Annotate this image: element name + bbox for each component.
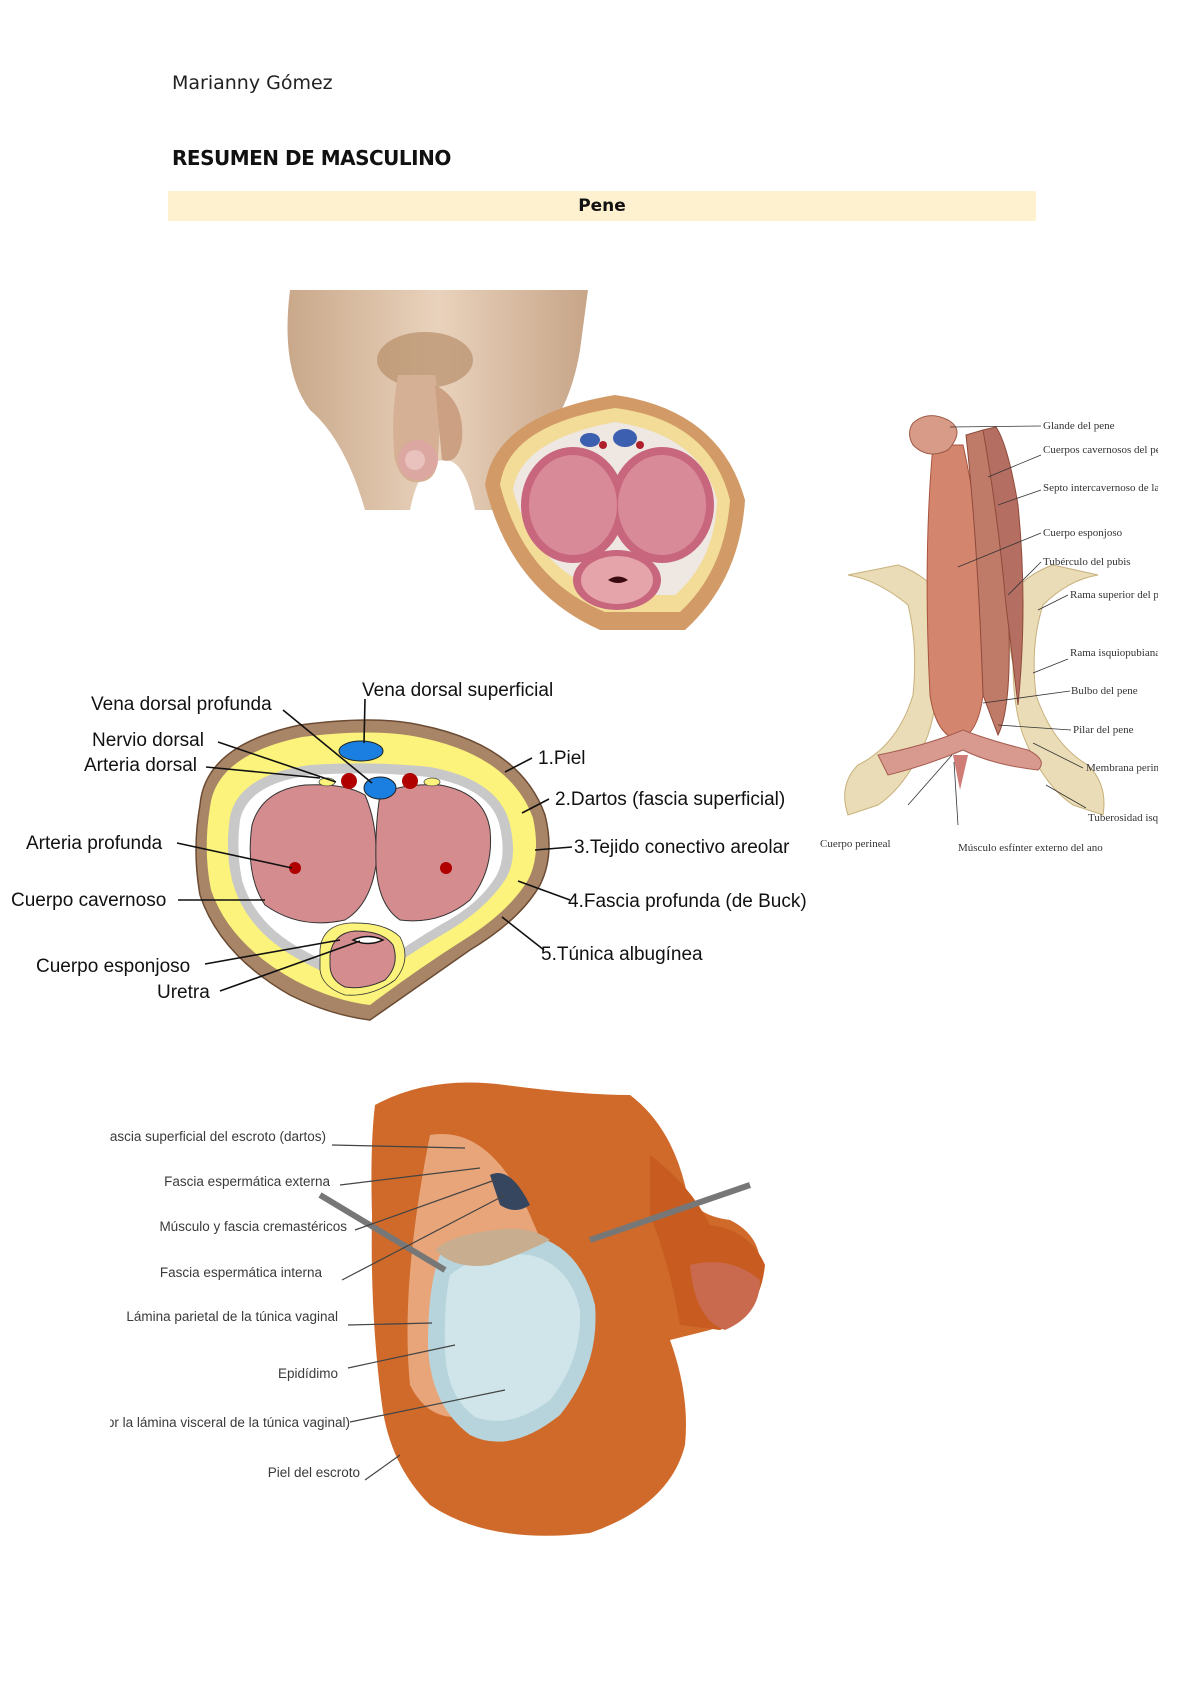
label-epididimo: Epidídimo — [278, 1366, 338, 1381]
label-cuerpo-perineal: Cuerpo perineal — [820, 838, 891, 850]
label-fascia-espermatica-interna: Fascia espermática interna — [160, 1265, 323, 1280]
label-fascia-espermatica-externa: Fascia espermática externa — [164, 1174, 330, 1189]
section-title: Pene — [578, 196, 626, 216]
label-fascia-superficial-escroto: Fascia superficial del escroto (dartos) — [110, 1129, 326, 1144]
penis-structure-leader-lines — [907, 425, 1087, 826]
cross-section-diagram: Vena dorsal profunda Vena dorsal superfi… — [11, 680, 807, 1021]
label-tejido-conectivo: 3.Tejido conectivo areolar — [574, 837, 790, 858]
label-septo-intercavernoso: Septo intercavernoso de la fascia profun… — [1043, 482, 1158, 494]
label-glande-del-pene: Glande del pene — [1043, 420, 1115, 432]
label-uretra: Uretra — [157, 982, 210, 1003]
label-lamina-parietal: Lámina parietal de la túnica vaginal — [126, 1309, 338, 1324]
label-cuerpo-cavernoso: Cuerpo cavernoso — [11, 890, 166, 911]
label-musculo-esfinter: Músculo esfínter externo del ano — [958, 842, 1103, 854]
label-tuberculo-del-pubis: Tubérculo del pubis — [1043, 556, 1131, 568]
label-testiculo: Testículo (cubierto por la lámina viscer… — [110, 1415, 350, 1430]
document-title: RESUMEN DE MASCULINO — [172, 146, 451, 170]
label-vena-dorsal-superficial: Vena dorsal superficial — [362, 680, 553, 701]
penis-structure-drawing — [844, 415, 1105, 816]
label-cuerpo-esponjoso-2: Cuerpo esponjoso — [1043, 527, 1123, 539]
label-cuerpos-cavernosos: Cuerpos cavernosos del pene — [1043, 444, 1158, 456]
scrotum-diagram: Fascia superficial del escroto (dartos) … — [110, 1082, 765, 1536]
label-pilar-del-pene: Pilar del pene — [1073, 724, 1134, 736]
cross-section-leader-lines — [176, 698, 573, 992]
label-membrana-perineal: Membrana perineal — [1086, 762, 1158, 774]
label-rama-isquiopubiana: Rama isquiopubiana — [1070, 647, 1158, 659]
scrotum-drawing — [318, 1082, 765, 1536]
penis-structure-diagram: Glande del pene Cuerpos cavernosos del p… — [818, 405, 1158, 865]
label-dartos: 2.Dartos (fascia superficial) — [555, 789, 785, 810]
label-piel-del-escroto: Piel del escroto — [268, 1465, 360, 1480]
label-musculo-fascia-cremastericos: Músculo y fascia cremastéricos — [159, 1219, 347, 1234]
label-piel: 1.Piel — [538, 748, 586, 769]
scrotum-leader-lines — [331, 1144, 506, 1481]
label-fascia-profunda: 4.Fascia profunda (de Buck) — [568, 891, 807, 912]
label-tunica-albuginea: 5.Túnica albugínea — [541, 944, 703, 965]
label-rama-superior-del-pubis: Rama superior del pubis — [1070, 589, 1158, 601]
label-vena-dorsal-profunda: Vena dorsal profunda — [91, 694, 272, 715]
label-arteria-dorsal: Arteria dorsal — [84, 755, 197, 776]
penis-illustration — [287, 290, 745, 630]
label-tuberosidad-isquiatica: Tuberosidad isquiática — [1088, 812, 1158, 824]
label-arteria-profunda: Arteria profunda — [26, 833, 163, 854]
label-bulbo-del-pene: Bulbo del pene — [1071, 685, 1138, 697]
label-nervio-dorsal: Nervio dorsal — [92, 730, 204, 751]
cross-section-drawing — [195, 719, 550, 1021]
section-header: Pene — [168, 191, 1036, 221]
label-cuerpo-esponjoso: Cuerpo esponjoso — [36, 956, 190, 977]
author-name: Marianny Gómez — [172, 72, 333, 94]
